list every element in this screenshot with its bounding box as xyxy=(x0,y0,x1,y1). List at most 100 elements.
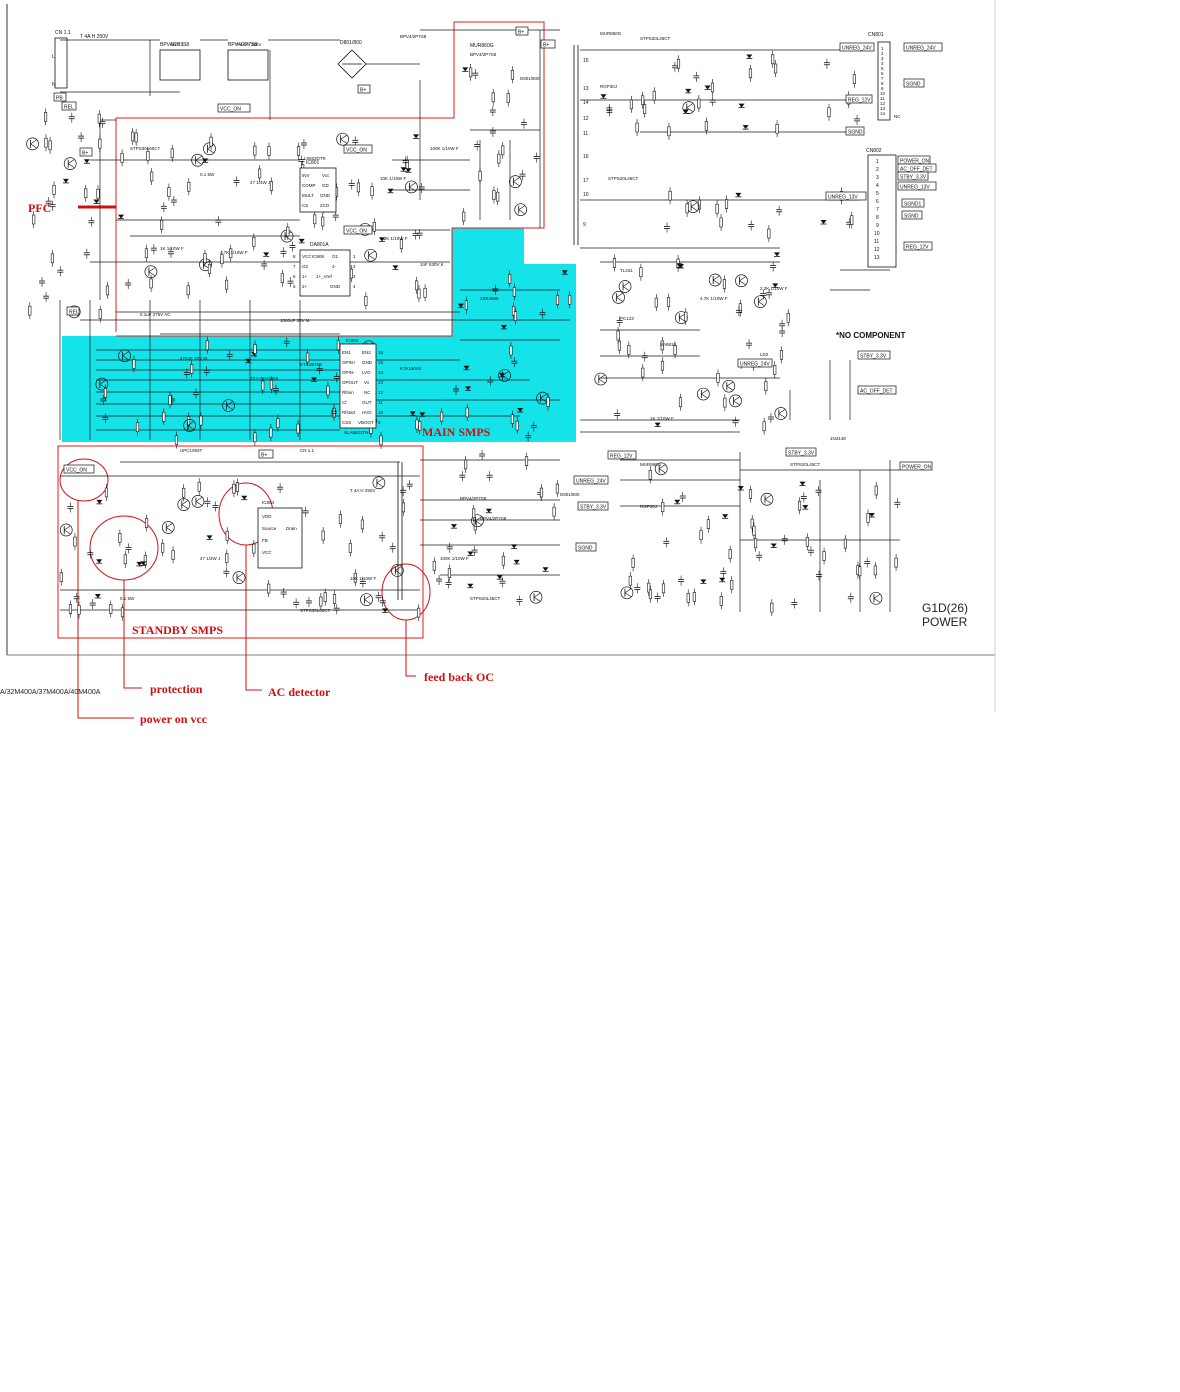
main-pin-n10: 10 xyxy=(378,410,384,415)
svg-text:REL: REL xyxy=(64,105,74,111)
component-value-label: 10K 1/10W F xyxy=(350,576,377,581)
pfc-ic-pin-gnd: GND xyxy=(320,193,331,198)
svg-text:VCC_ON: VCC_ON xyxy=(220,107,241,113)
svg-text:15: 15 xyxy=(583,58,589,64)
svg-text:SGND: SGND xyxy=(848,130,863,136)
opamp-pin-gnd: GND xyxy=(330,284,341,289)
svg-text:12: 12 xyxy=(874,247,880,253)
opamp-pin-o1: O1 xyxy=(332,254,339,259)
component-value-label: 1K 1/10W F xyxy=(160,246,184,251)
svg-text:UNREG_24V: UNREG_24V xyxy=(576,479,606,485)
component-value-label: KTA1504S xyxy=(400,366,421,371)
svg-text:14: 14 xyxy=(583,100,589,106)
component-value-label: T 4A H 250V xyxy=(236,42,261,47)
svg-text:SGND: SGND xyxy=(578,546,593,552)
main-pin-rfmin: Rfmin xyxy=(342,390,354,395)
svg-text:2: 2 xyxy=(881,51,884,56)
svg-text:13: 13 xyxy=(583,86,589,92)
svg-text:14: 14 xyxy=(880,111,886,116)
component-value-label: RGP30J xyxy=(640,504,657,509)
opamp-ic-ref: IC806 xyxy=(312,254,325,259)
svg-text:AC_OFF_DET: AC_OFF_DET xyxy=(860,389,893,395)
component-value-label: D801/800 xyxy=(520,76,540,81)
net-flag-labels: UNREG_24V UNREG_24V SGND REG_12V SGND NC… xyxy=(56,30,936,552)
opamp-pin-1m: 1- xyxy=(332,264,337,269)
opamp-pin-n3: 3 xyxy=(353,274,356,279)
pfc-ic-pin-mult: MULT xyxy=(302,193,314,198)
svg-text:VCC_ON: VCC_ON xyxy=(346,229,367,235)
component-value-label: RGP30J xyxy=(600,84,617,89)
component-value-label: 1nF 630V K xyxy=(420,262,444,267)
svg-text:13: 13 xyxy=(880,106,886,111)
svg-text:4: 4 xyxy=(881,61,884,66)
no-component-note: *NO COMPONENT xyxy=(836,331,905,340)
svg-text:REL: REL xyxy=(69,310,79,316)
svg-text:13: 13 xyxy=(874,255,880,261)
main-smps-ic: IC803 SLA6823TN EN1 OPIN+ OPIN- OPOUT Rf… xyxy=(339,338,384,435)
transformers xyxy=(397,45,579,600)
component-value-label: 0.1 5W xyxy=(120,596,135,601)
opamp-pin-2p: 2+ xyxy=(302,284,308,289)
component-value-label: STPS20L45CT xyxy=(640,36,671,41)
component-value-label: STPS30L60CT xyxy=(300,608,331,613)
circuit-wiring xyxy=(59,29,900,612)
opamp-pin-n5: 5 xyxy=(293,284,296,289)
component-value-label: CN 1.1 xyxy=(170,42,185,47)
svg-text:6: 6 xyxy=(876,199,879,205)
svg-text:12: 12 xyxy=(880,101,886,106)
svg-text:5: 5 xyxy=(881,66,884,71)
svg-text:1: 1 xyxy=(881,46,884,51)
feed-back-oc-label: feed back OC xyxy=(424,670,494,684)
main-pin-cf: Cf xyxy=(342,400,347,405)
opamp-pin-n1: 1 xyxy=(353,254,356,259)
svg-text:7: 7 xyxy=(881,76,884,81)
feedback-oc-leader xyxy=(405,620,416,677)
transformer-pin-numbers: 15 13 14 12 11 16 17 10 9 xyxy=(583,58,589,228)
sheet-border xyxy=(6,0,996,712)
svg-text:B+: B+ xyxy=(543,43,549,49)
component-value-label: STPS20L45CT xyxy=(790,462,821,467)
pfc-ic-pin-vcc: Vcc xyxy=(322,173,330,178)
main-pin-en1: EN1 xyxy=(342,350,351,355)
standby-smps-label: STANDBY SMPS xyxy=(132,623,223,637)
opamp-pin-n4: 4 xyxy=(353,284,356,289)
pfc-ic-pin-zcd: ZCD xyxy=(320,203,330,208)
mid-connector-ref: CN802 xyxy=(866,148,882,154)
svg-text:UNREG_13V: UNREG_13V xyxy=(828,195,858,201)
pfc-ic-part: L6562DTR xyxy=(304,156,327,161)
svg-text:16: 16 xyxy=(583,154,589,160)
standby-pin-vcc: VCC xyxy=(262,550,272,555)
svg-text:11: 11 xyxy=(874,239,879,245)
opamp-ic: DA801A IC806 VCC G2 1+ 2+ O1 1- 1+_Vref … xyxy=(293,242,356,297)
component-value-label: STPS30L60CT xyxy=(130,146,161,151)
svg-text:8: 8 xyxy=(881,81,884,86)
svg-text:3: 3 xyxy=(876,175,879,181)
svg-text:12: 12 xyxy=(583,116,589,122)
svg-text:POWER_ON: POWER_ON xyxy=(902,465,932,471)
svg-text:2: 2 xyxy=(876,167,879,173)
component-value-label: BPV4/2P7S8 xyxy=(400,34,427,39)
svg-text:9: 9 xyxy=(583,222,586,228)
title-sheet-id: G1D(26) xyxy=(922,601,968,615)
filter-a-label: BPV4/2P7S8 xyxy=(160,42,189,48)
component-value-label: 0.1 5W xyxy=(200,172,215,177)
pfc-ic-ref: IC801 xyxy=(306,160,320,166)
main-pin-gnd: GND xyxy=(362,360,373,365)
opamp-ic-part: DA801A xyxy=(310,242,329,248)
svg-text:STBY_3.3V: STBY_3.3V xyxy=(860,354,887,360)
opamp-pin-n8: 8 xyxy=(293,254,296,259)
component-value-label: 47 1/4W J xyxy=(200,556,220,561)
main-pin-opinm: OPIN- xyxy=(342,370,355,375)
main-pin-lvg: LVG xyxy=(362,370,371,375)
svg-text:NC: NC xyxy=(894,114,901,119)
svg-text:AC_OFF_DET: AC_OFF_DET xyxy=(900,167,933,173)
power-on-vcc-leader xyxy=(77,500,134,719)
component-value-label: 1N4148 xyxy=(830,436,846,441)
component-value-label: STPS20L45CT xyxy=(470,596,501,601)
component-value-label: 2.2K 1/10W F xyxy=(380,236,408,241)
pfc-diode-label: MUR860G xyxy=(470,43,494,49)
component-value-label: 470uF 25V M xyxy=(180,356,207,361)
main-pin-out: OUT xyxy=(362,400,372,405)
vcc-on-circle xyxy=(59,458,109,502)
